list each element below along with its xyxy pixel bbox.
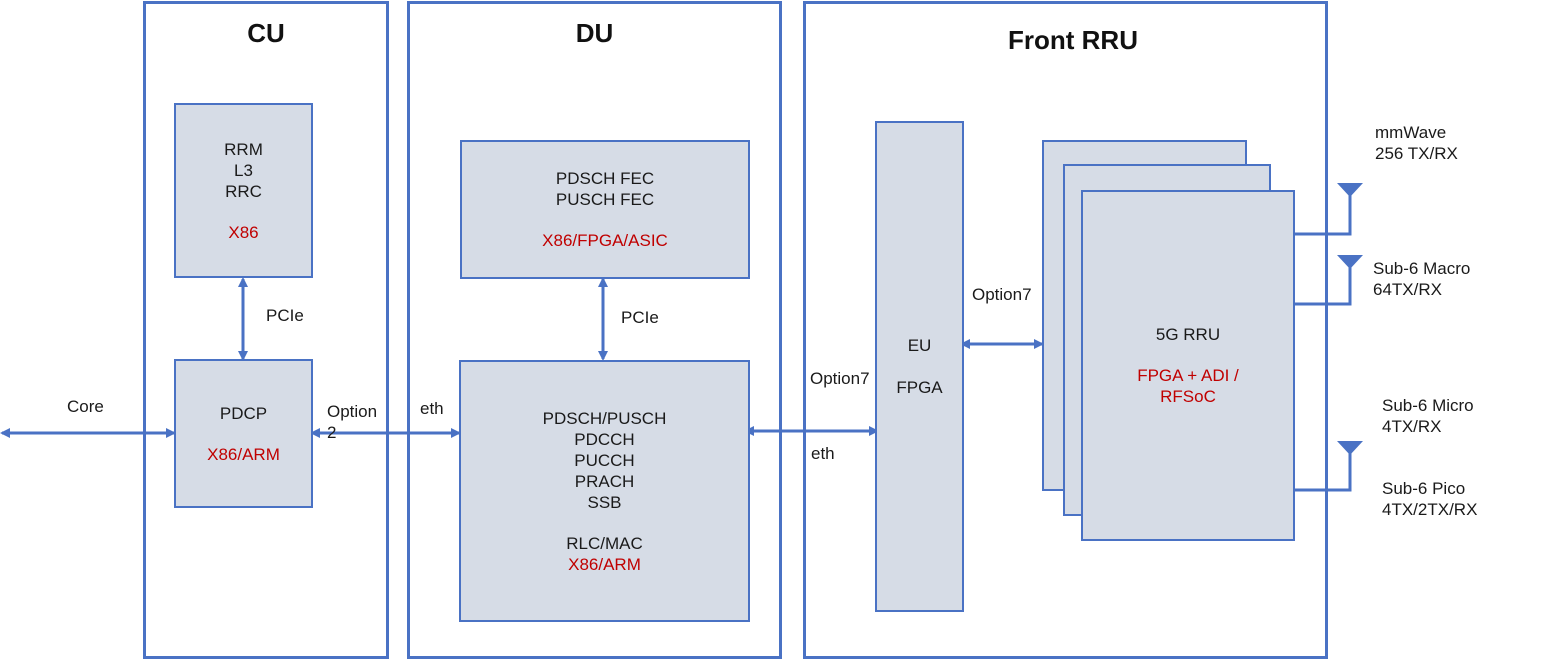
core-label: Core [67, 397, 104, 416]
rru-title: Front RRU [1008, 25, 1138, 55]
option2-label: Option 2 [327, 401, 377, 443]
rrc-line: RRC [225, 182, 262, 201]
rru-platform-line-1: FPGA + ADI / [1137, 366, 1239, 385]
pico-label: Sub-6 Pico 4TX/2TX/RX [1382, 478, 1477, 520]
mmwave-config: 256 TX/RX [1375, 144, 1458, 163]
micro-name: Sub-6 Micro [1382, 396, 1474, 415]
pdcp-platform: X86/ARM [207, 445, 280, 464]
eth-cu-du-label: eth [420, 399, 444, 418]
eth-du-eu-label: eth [811, 444, 835, 463]
option2-line-2: 2 [327, 423, 337, 442]
antenna-micro-icon [1337, 441, 1363, 455]
du-title: DU [575, 18, 614, 48]
option7-du-eu-label: Option7 [810, 369, 870, 388]
du-container [407, 1, 782, 659]
fec-block: PDSCH FEC PUSCH FEC X86/FPGA/ASIC [460, 140, 750, 279]
pdsch-pusch-line: PDSCH/PUSCH [542, 409, 667, 428]
rrm-platform: X86 [228, 223, 259, 242]
rrm-line: RRM [224, 140, 263, 159]
micro-config: 4TX/RX [1382, 417, 1442, 436]
pico-config: 4TX/2TX/RX [1382, 500, 1478, 519]
pdcch-line: PDCCH [574, 430, 635, 449]
macro-label: Sub-6 Macro 64TX/RX [1373, 258, 1470, 300]
option2-line-1: Option [327, 402, 378, 421]
rru-5g-line: 5G RRU [1155, 325, 1221, 344]
phy-mac-block: PDSCH/PUSCH PDCCH PUCCH PRACH SSB RLC/MA… [459, 360, 750, 622]
cu-pcie-label: PCIe [266, 306, 304, 325]
mmwave-feed [1294, 194, 1352, 236]
pico-name: Sub-6 Pico [1382, 479, 1466, 498]
mmwave-name: mmWave [1375, 123, 1447, 142]
prach-line: PRACH [574, 472, 635, 491]
macro-feed [1294, 262, 1352, 306]
pico-feed [1294, 450, 1352, 492]
rru-container [803, 1, 1328, 659]
phy-platform: X86/ARM [568, 555, 641, 574]
antenna-macro-icon [1337, 255, 1363, 269]
rlc-mac-line: RLC/MAC [566, 534, 643, 553]
eu-block: EU FPGA [875, 121, 964, 612]
fec-platform: X86/FPGA/ASIC [542, 231, 668, 250]
l3-line: L3 [234, 161, 253, 180]
du-pcie-label: PCIe [621, 308, 659, 327]
antenna-mmwave-icon [1337, 183, 1363, 197]
rru-platform-line-2: RFSoC [1160, 387, 1216, 406]
eu-fpga-line: FPGA [896, 378, 943, 397]
ssb-line: SSB [587, 493, 622, 512]
mmwave-label: mmWave 256 TX/RX [1375, 122, 1458, 164]
cu-title: CU [247, 18, 285, 48]
cu-container [143, 1, 389, 659]
rru-5g-block: 5G RRU FPGA + ADI / RFSoC [1081, 190, 1295, 541]
pusch-fec-line: PUSCH FEC [555, 190, 655, 209]
option7-eu-rru-label: Option7 [972, 285, 1032, 304]
rrm-block: RRM L3 RRC X86 [174, 103, 313, 278]
macro-config: 64TX/RX [1373, 280, 1442, 299]
micro-label: Sub-6 Micro 4TX/RX [1382, 395, 1474, 437]
pdcp-line: PDCP [219, 404, 268, 423]
pucch-line: PUCCH [574, 451, 635, 470]
pdsch-fec-line: PDSCH FEC [555, 169, 655, 188]
pdcp-block: PDCP X86/ARM [174, 359, 313, 508]
macro-name: Sub-6 Macro [1373, 259, 1471, 278]
eu-line: EU [907, 336, 932, 355]
